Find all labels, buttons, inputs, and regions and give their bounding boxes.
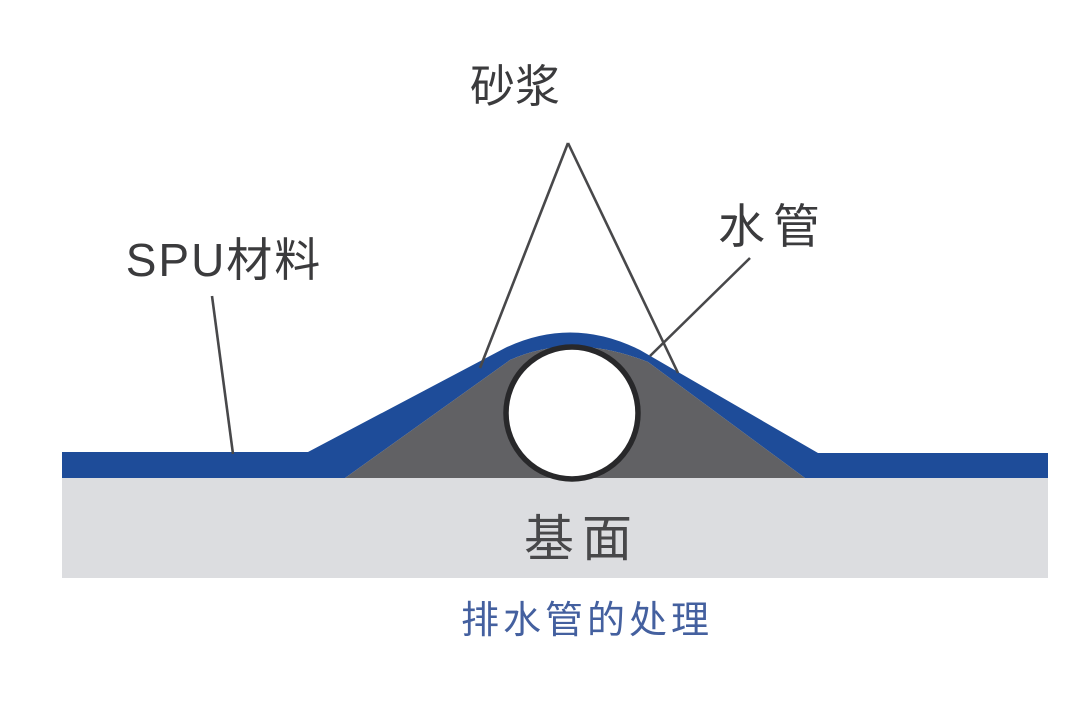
spu-leader-line bbox=[210, 295, 235, 455]
diagram-caption: 排水管的处理 bbox=[460, 600, 714, 642]
mortar-leader-line-right bbox=[566, 142, 680, 374]
base-slab bbox=[62, 478, 1048, 578]
spu-layer bbox=[62, 332, 1048, 478]
mortar-label: 砂浆 bbox=[469, 61, 561, 112]
base-surface-label: 基面 bbox=[524, 511, 640, 567]
pipe-leader-line bbox=[649, 257, 751, 357]
pipe-label: 水管 bbox=[718, 200, 828, 253]
mortar-leader-line-left bbox=[478, 142, 570, 369]
water-pipe bbox=[503, 344, 641, 482]
spu-material-label: SPU材料 bbox=[125, 234, 323, 286]
